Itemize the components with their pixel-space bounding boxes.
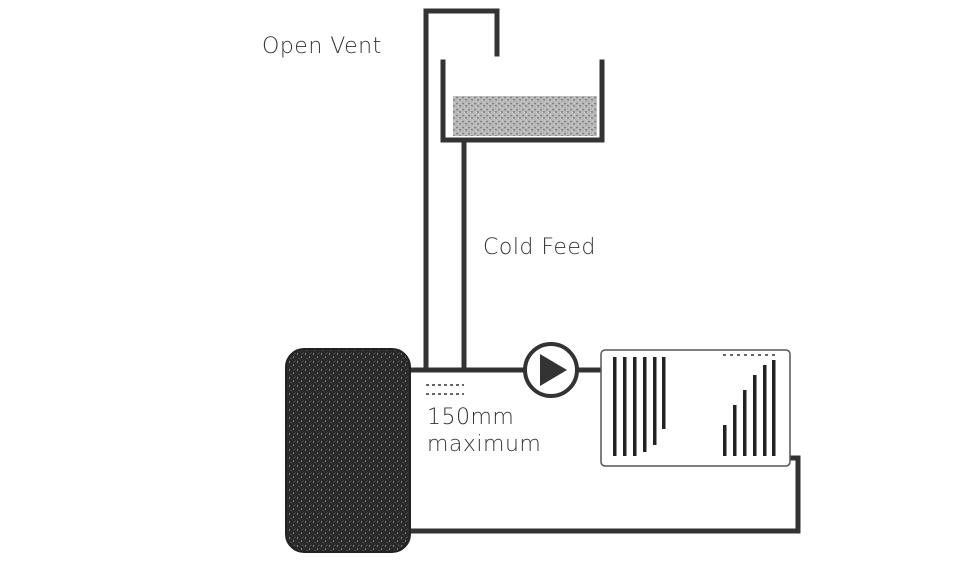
open-vent-label: Open Vent bbox=[262, 34, 382, 59]
open-vent-pipe bbox=[423, 8, 500, 373]
distance-label: 150mm maximum bbox=[427, 404, 541, 458]
radiator-fins-left bbox=[613, 357, 666, 456]
return-pipe bbox=[407, 455, 801, 534]
tank-water bbox=[453, 96, 597, 136]
pump-icon bbox=[523, 342, 579, 398]
cold-feed-label: Cold Feed bbox=[483, 235, 596, 260]
distance-note: maximum bbox=[427, 432, 542, 457]
tank-walls bbox=[440, 59, 605, 143]
boiler-icon bbox=[285, 348, 411, 553]
header-tank bbox=[440, 59, 605, 143]
radiator-fins-right bbox=[723, 360, 776, 456]
distance-value: 150mm bbox=[427, 405, 515, 430]
radiator-icon bbox=[600, 349, 791, 467]
distance-marker bbox=[426, 384, 464, 395]
